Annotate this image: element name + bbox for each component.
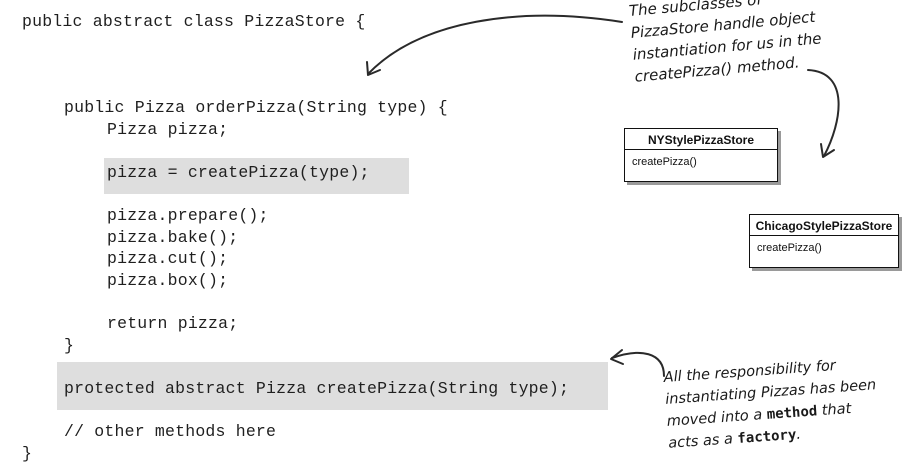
- annotation-text: that: [816, 400, 852, 420]
- annotation-responsibility: All the responsibility for instantiating…: [663, 350, 909, 455]
- arrow-to-abstract-method: [611, 351, 665, 377]
- code-comment: // other methods here: [64, 422, 277, 441]
- arrow-head-ny-store: [820, 143, 835, 158]
- code-order-pizza-declaration: public Pizza orderPizza(String type) {: [64, 98, 448, 117]
- arrow-head-abstract-method: [610, 349, 624, 365]
- code-local-variable: Pizza pizza;: [107, 120, 229, 139]
- annotation-text: acts as a: [667, 431, 739, 452]
- code-class-close-brace: }: [22, 444, 33, 463]
- uml-method: createPizza(): [632, 156, 697, 168]
- uml-chicago-style-pizza-store: ChicagoStylePizzaStore createPizza(): [749, 214, 899, 268]
- arrow-head-order-pizza: [366, 61, 381, 76]
- code-prepare-call: pizza.prepare();: [107, 206, 269, 225]
- uml-method: createPizza(): [757, 242, 822, 254]
- code-class-declaration: public abstract class PizzaStore {: [22, 12, 366, 31]
- code-create-pizza-call: pizza = createPizza(type);: [107, 163, 370, 182]
- uml-ny-style-pizza-store: NYStylePizzaStore createPizza(): [624, 128, 778, 182]
- code-abstract-method-declaration: protected abstract Pizza createPizza(Str…: [64, 379, 570, 398]
- code-cut-call: pizza.cut();: [107, 249, 229, 268]
- arrow-to-order-pizza: [367, 14, 623, 75]
- annotation-emphasis-factory: factory: [736, 426, 797, 447]
- create-call-highlight: [104, 158, 409, 194]
- code-return-statement: return pizza;: [107, 314, 239, 333]
- annotation-subclasses: The subclasses of PizzaStore handle obje…: [628, 0, 855, 88]
- annotation-text: .: [795, 426, 802, 443]
- uml-class-name: NYStylePizzaStore: [625, 129, 777, 150]
- uml-class-name: ChicagoStylePizzaStore: [750, 215, 898, 236]
- arrow-to-ny-store: [807, 69, 840, 157]
- annotation-emphasis-method: method: [766, 403, 818, 423]
- code-bake-call: pizza.bake();: [107, 228, 239, 247]
- abstract-method-highlight: [57, 362, 608, 410]
- code-method-close-brace: }: [64, 336, 75, 355]
- code-box-call: pizza.box();: [107, 271, 229, 290]
